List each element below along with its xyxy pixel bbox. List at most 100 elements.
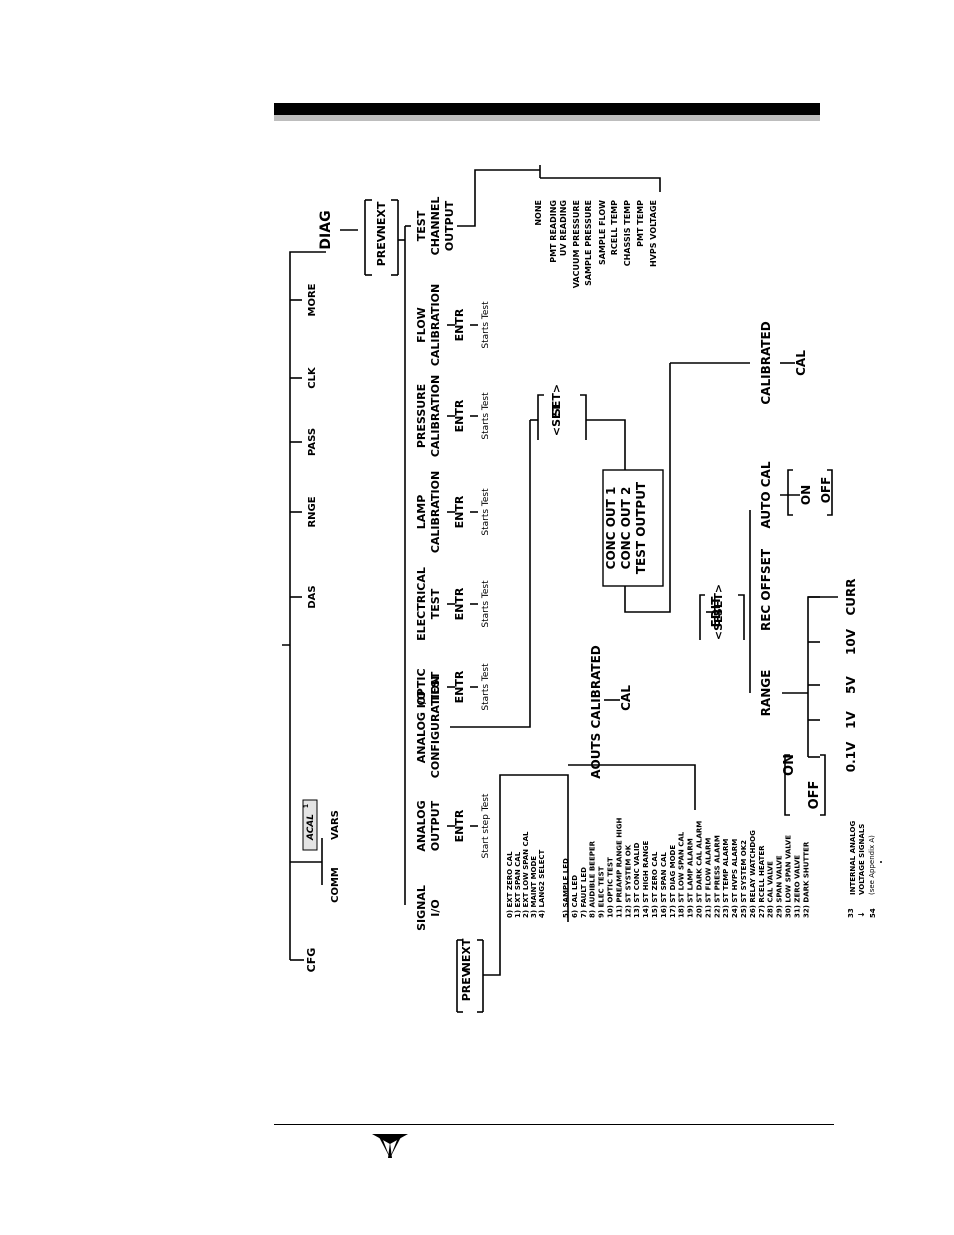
test-4-l1: ELECTRICAL bbox=[415, 567, 428, 641]
test-7-sub: Starts Test bbox=[481, 301, 491, 349]
signal-b-8: 13) ST CONC VALID bbox=[633, 842, 641, 918]
test-3-sub: Starts Test bbox=[481, 663, 491, 711]
signal-c-l3: (see Appendix A) bbox=[868, 835, 876, 895]
acal-footnote: 1 bbox=[303, 804, 310, 808]
signal-b-0: 5) SAMPLE LED bbox=[562, 858, 570, 918]
connector-line bbox=[827, 469, 833, 516]
connector-line bbox=[540, 177, 661, 192]
signal-b-16: 21) ST FLOW ALARM bbox=[704, 838, 712, 918]
signal-b-25: 30) LOW SPAN VALVE bbox=[785, 835, 793, 918]
connector-line bbox=[880, 861, 882, 863]
auto-cal-label: AUTO CAL bbox=[759, 461, 773, 528]
header-bar-shadow bbox=[274, 115, 820, 121]
diag-label: DIAG bbox=[318, 210, 334, 249]
signal-b-5: 10) OPTIC TEST bbox=[607, 857, 615, 918]
signal-b-10: 15) ST ZERO CAL bbox=[651, 851, 659, 918]
acal-label: ACAL bbox=[306, 814, 316, 841]
menu-pass: PASS bbox=[307, 428, 318, 456]
signal-b-24: 29) SPAN VALVE bbox=[776, 855, 784, 918]
connector-line bbox=[568, 764, 696, 810]
signal-c-end: 54 bbox=[869, 908, 877, 918]
signal-a-2: 2) EXT LOW SPAN CAL bbox=[522, 831, 530, 918]
test-6-entr: ENTR bbox=[453, 399, 466, 432]
test-channel-2: UV READING bbox=[559, 200, 568, 256]
test-2-l2: CONFIGURATION bbox=[429, 676, 442, 778]
test-channel-3: VACUUM PRESSURE bbox=[572, 200, 581, 288]
test-channel-8: PMT TEMP bbox=[636, 200, 645, 247]
edit-label: EDIT bbox=[709, 596, 723, 628]
diag-menu-tree-diagram: SAMPLEENTER SETUP PASS: 818CFGCOMMVARSAC… bbox=[282, 165, 882, 1013]
connector-line bbox=[457, 169, 540, 227]
signal-b-4: 9) ELEC TEST bbox=[598, 866, 606, 918]
teledyne-logo-icon bbox=[372, 1134, 408, 1158]
cfg-label: CFG bbox=[305, 948, 318, 973]
set-prev-2: <SET bbox=[712, 607, 725, 640]
connector-line bbox=[820, 754, 826, 816]
signal-b-18: 23) ST TEMP ALARM bbox=[722, 839, 730, 918]
range-label: RANGE bbox=[759, 670, 773, 717]
output-1: CONC OUT 2 bbox=[619, 487, 633, 570]
connector-line bbox=[624, 363, 671, 613]
test-8-l2: CHANNEL bbox=[429, 197, 442, 256]
connector-line bbox=[807, 596, 838, 757]
signal-a-3: 3) MAINT MODE bbox=[530, 856, 538, 918]
signal-b-11: 16) ST SPAN CAL bbox=[660, 852, 668, 918]
test-channel-4: SAMPLE PRESSURE bbox=[584, 200, 593, 286]
set-next-1: SET> bbox=[550, 384, 563, 416]
test-4-sub: Starts Test bbox=[481, 580, 491, 628]
vars-label: VARS bbox=[330, 810, 341, 840]
test-channel-1: PMT READING bbox=[549, 200, 558, 263]
test-6-sub: Starts Test bbox=[481, 392, 491, 440]
signal-b-13: 18) ST LOW SPAN CAL bbox=[678, 831, 686, 918]
signal-b-7: 12) ST SYSTEM OK bbox=[624, 844, 632, 918]
test-8-l3: OUTPUT bbox=[443, 200, 456, 251]
connector-line bbox=[580, 394, 587, 440]
signal-c-start: 33 bbox=[847, 908, 855, 918]
menu-clk: CLK bbox=[307, 366, 318, 389]
test-1-l1: ANALOG bbox=[415, 800, 428, 851]
io-prev-button: PREV bbox=[460, 968, 473, 1001]
signal-b-23: 28) CAL VALVE bbox=[767, 861, 775, 918]
connector-line bbox=[738, 594, 745, 640]
connector-line bbox=[450, 420, 531, 728]
signal-b-22: 27) RCELL HEATER bbox=[758, 845, 766, 918]
test-1-sub: Start step Test bbox=[481, 793, 491, 858]
test-0-l1: SIGNAL bbox=[415, 885, 428, 931]
output-0: CONC OUT 1 bbox=[604, 487, 618, 570]
connector-lines bbox=[282, 165, 882, 1013]
test-5-sub: Starts Test bbox=[481, 488, 491, 536]
test-5-l1: LAMP bbox=[415, 495, 428, 530]
test-3-l1: OPTIC bbox=[415, 668, 428, 705]
signal-b-26: 31) ZERO VALVE bbox=[793, 855, 801, 918]
test-7-entr: ENTR bbox=[453, 308, 466, 341]
voltage-3: 10V bbox=[844, 628, 858, 655]
rec-offset-label: REC OFFSET bbox=[759, 548, 773, 631]
signal-a-4: 4) LANG2 SELECT bbox=[538, 850, 546, 918]
voltage-4: CURR bbox=[844, 578, 858, 615]
prev-button: PREV bbox=[375, 233, 388, 266]
test-7-l1: FLOW bbox=[415, 307, 428, 343]
signal-c-arrow: ↓ bbox=[857, 911, 866, 918]
menu-rnge: RNGE bbox=[307, 496, 318, 527]
test-0-l2: I/O bbox=[429, 899, 442, 916]
test-channel-7: CHASSIS TEMP bbox=[623, 200, 632, 266]
signal-b-20: 25) ST SYSTEM OK2 bbox=[740, 840, 748, 918]
footer-rule bbox=[274, 1124, 834, 1125]
signal-c-l2: VOLTAGE SIGNALS bbox=[858, 824, 866, 895]
output-list-box bbox=[602, 469, 664, 587]
set-prev-1: <SET bbox=[550, 403, 563, 436]
test-6-l1: PRESSURE bbox=[415, 384, 428, 448]
menu-more: MORE bbox=[307, 283, 318, 316]
on-label-2: ON bbox=[799, 485, 813, 505]
test-3-entr: ENTR bbox=[453, 670, 466, 703]
aouts-cal: CAL bbox=[619, 685, 633, 711]
output-2: TEST OUTPUT bbox=[634, 481, 648, 574]
voltage-2: 5V bbox=[844, 675, 858, 693]
signal-b-27: 32) DARK SHUTTER bbox=[802, 841, 810, 918]
test-channel-0: NONE bbox=[534, 200, 543, 226]
test-4-entr: ENTR bbox=[453, 587, 466, 620]
signal-b-9: 14) ST HIGH RANGE bbox=[642, 840, 650, 918]
signal-b-14: 19) ST LAMP ALARM bbox=[687, 838, 695, 918]
signal-b-12: 17) ST DIAG MODE bbox=[669, 845, 677, 918]
signal-b-19: 24) ST HVPS ALARM bbox=[731, 839, 739, 918]
